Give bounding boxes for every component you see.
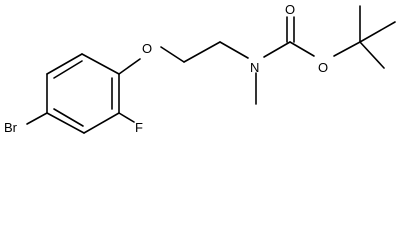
atom-br: Br xyxy=(4,120,18,135)
bond-c-o-ester xyxy=(289,41,315,57)
ring-bond xyxy=(81,53,120,75)
bond-ring-f xyxy=(118,112,135,123)
ring-bond xyxy=(83,112,120,134)
molecule-diagram: Br F O N O O xyxy=(4,2,396,135)
atom-f: F xyxy=(135,120,143,135)
bond-tbutyl-methyl xyxy=(359,21,396,43)
ring-bond xyxy=(46,53,83,75)
ring-bond xyxy=(46,112,85,134)
bond-o-ch2 xyxy=(160,46,185,63)
ring-double-bond xyxy=(53,60,83,79)
bond-n-carbonyl xyxy=(263,41,291,58)
bond-o-tbutyl xyxy=(333,41,361,57)
bond-ch2-n xyxy=(219,41,249,59)
bond-tbutyl-methyl xyxy=(359,41,385,69)
atom-o-ester: O xyxy=(318,60,328,75)
benzene-ring xyxy=(46,53,120,134)
bond-ring-br xyxy=(26,112,48,125)
atom-o-ether: O xyxy=(142,41,152,56)
atom-n: N xyxy=(250,60,259,75)
bond-ch2-ch2 xyxy=(183,41,221,63)
atom-o-carbonyl: O xyxy=(285,2,295,17)
ring-double-bond xyxy=(53,108,84,127)
bond-ring-o xyxy=(118,58,141,75)
